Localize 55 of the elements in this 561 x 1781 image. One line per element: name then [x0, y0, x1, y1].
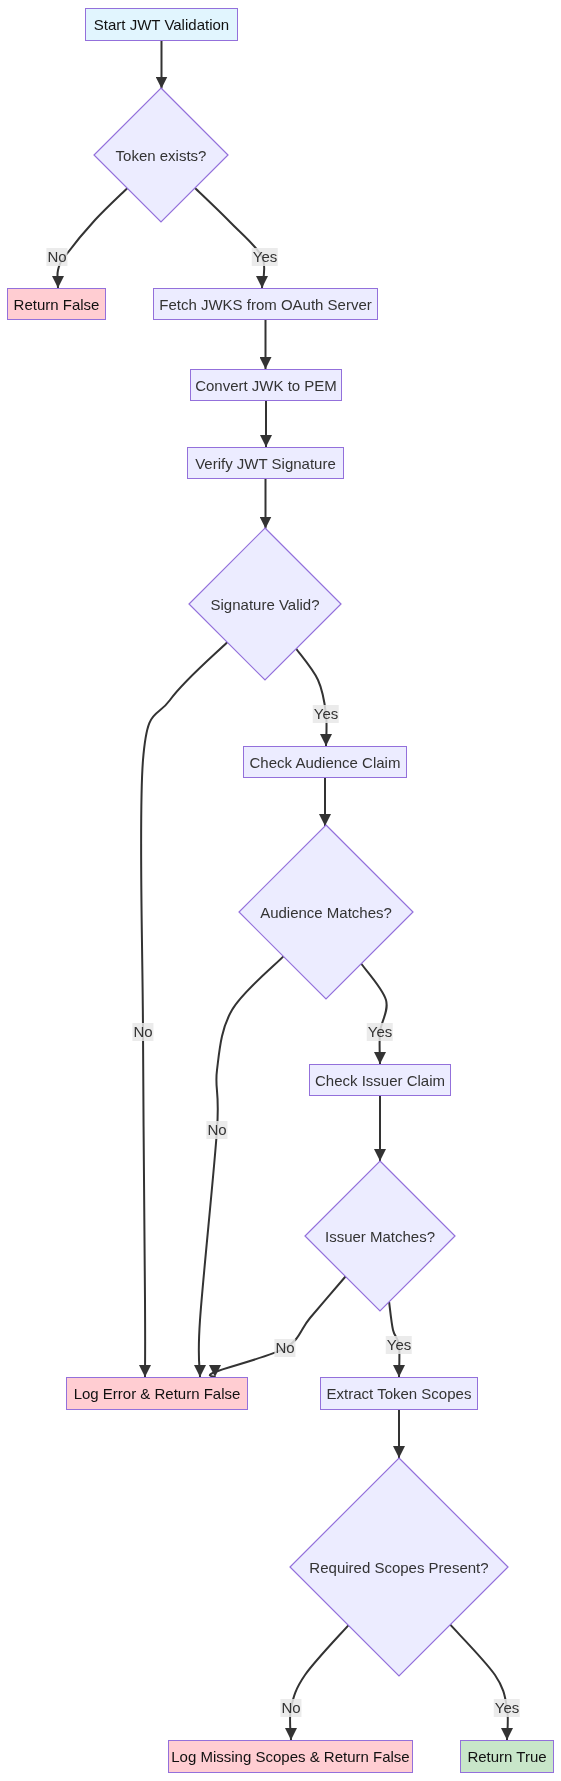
node-label: Return False [13, 295, 100, 313]
edge-label: Yes [251, 248, 279, 266]
node-label: Start JWT Validation [93, 16, 230, 33]
edge-label: Yes [312, 705, 340, 723]
edge-label: Yes [385, 1336, 413, 1354]
edge-label: No [206, 1121, 228, 1139]
arrow [259, 319, 272, 370]
arrow [260, 400, 272, 448]
node-label: Log Missing Scopes & Return False [171, 1748, 410, 1765]
process-box [153, 288, 378, 320]
node-label: Convert JWK to PEM [195, 376, 337, 394]
process-box [187, 447, 344, 479]
node-label: Fetch JWKS from OAuth Server [159, 295, 372, 313]
process-box [309, 1064, 451, 1096]
node-label: Log Error & Return False [73, 1385, 241, 1402]
decision-diamond [290, 1458, 508, 1676]
arrow [193, 955, 285, 1378]
node-label: Check Audience Claim [249, 753, 401, 771]
arrow [319, 777, 331, 827]
node-label: Required Scopes Present? [309, 1558, 489, 1576]
arrow [259, 478, 272, 530]
arrow [51, 187, 129, 289]
edge-label: Yes [493, 1699, 521, 1717]
node-label: Issuer Matches? [324, 1227, 435, 1245]
end-box [7, 288, 106, 320]
node-label: Return True [467, 1748, 547, 1765]
node-label: Token exists? [115, 146, 207, 164]
decision-diamond [305, 1161, 455, 1311]
process-box [320, 1377, 478, 1410]
arrow [374, 1095, 386, 1162]
edge-label: Yes [366, 1023, 394, 1041]
edge-label: No [274, 1339, 296, 1357]
start-box [85, 8, 238, 41]
decision-diamond [94, 88, 228, 222]
arrow [449, 1623, 514, 1741]
decision-diamond [189, 528, 341, 680]
decision-diamond [239, 825, 413, 999]
arrow [155, 40, 168, 90]
edge-label: No [132, 1023, 154, 1041]
end-box [460, 1740, 554, 1773]
process-box [243, 746, 407, 778]
node-label: Verify JWT Signature [195, 454, 336, 472]
end-box [66, 1377, 248, 1410]
end-box [168, 1740, 413, 1773]
arrow [194, 187, 269, 289]
edge-label: No [280, 1699, 302, 1717]
arrow [284, 1624, 350, 1741]
arrow [393, 1409, 405, 1459]
node-label: Extract Token Scopes [326, 1385, 472, 1402]
process-box [190, 369, 342, 401]
node-label: Check Issuer Claim [314, 1071, 445, 1089]
node-label: Audience Matches? [260, 903, 392, 921]
arrow [139, 641, 229, 1378]
node-label: Signature Valid? [210, 595, 320, 613]
edge-label: No [46, 248, 68, 266]
